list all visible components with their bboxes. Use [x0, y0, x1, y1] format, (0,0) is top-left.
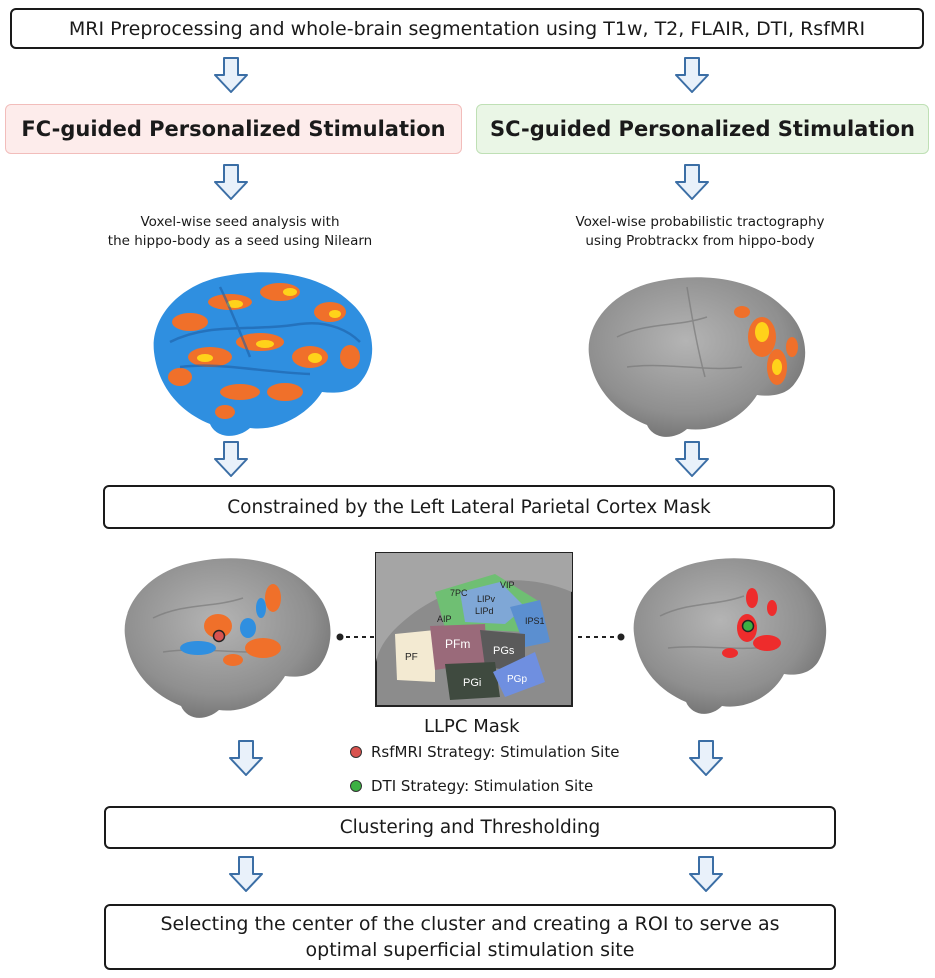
llpc-constraint-box: Constrained by the Left Lateral Parietal… [103, 485, 835, 529]
sc-caption-line1: Voxel-wise probabilistic tractography [575, 214, 825, 230]
region-pgs-label: PGs [493, 645, 515, 657]
right-dotted-connector [578, 633, 625, 641]
region-pgp-label: PGp [507, 674, 527, 685]
legend-dti: DTI Strategy: Stimulation Site [350, 777, 593, 795]
constraint-text: Constrained by the Left Lateral Parietal… [227, 496, 711, 518]
clustering-text: Clustering and Thresholding [339, 817, 601, 838]
region-ips1-label: IPS1 [525, 616, 545, 626]
arrow-down-icon [689, 740, 723, 776]
roi-selection-box: Selecting the center of the cluster and … [104, 904, 836, 970]
clustering-box: Clustering and Thresholding [104, 806, 836, 849]
preprocessing-box: MRI Preprocessing and whole-brain segmen… [10, 8, 924, 49]
arrow-down-icon [229, 740, 263, 776]
red-dot-icon [350, 746, 362, 758]
arrow-down-icon [675, 57, 709, 93]
arrow-down-icon [229, 856, 263, 892]
llpc-mask-inset: 7PC LIPv LIPd VIP IPS1 AIP PF PFm PGs PG… [375, 552, 573, 707]
region-7pc-label: 7PC [450, 588, 468, 598]
fc-brain-map [153, 272, 373, 436]
fc-caption-line1: Voxel-wise seed analysis with [140, 214, 340, 230]
fc-branch-title: FC-guided Personalized Stimulation [5, 104, 462, 154]
sc-brain-map [588, 277, 806, 437]
arrow-down-icon [214, 57, 248, 93]
sc-caption-line2: using Probtrackx from hippo-body [585, 233, 815, 249]
sc-branch-title: SC-guided Personalized Stimulation [476, 104, 929, 154]
fc-title-text: FC-guided Personalized Stimulation [21, 117, 446, 141]
llpc-mask-title: LLPC Mask [424, 716, 520, 737]
region-pfm-label: PFm [445, 637, 470, 651]
final-line1: Selecting the center of the cluster and … [160, 913, 780, 935]
legend-rsfmri-label: RsfMRI Strategy: Stimulation Site [371, 743, 620, 761]
arrow-down-icon [689, 856, 723, 892]
left-dotted-connector [336, 633, 380, 641]
arrow-down-icon [675, 164, 709, 200]
region-lipd-label: LIPd [475, 606, 494, 616]
sc-title-text: SC-guided Personalized Stimulation [490, 117, 915, 141]
green-dot-icon [350, 780, 362, 792]
sc-method-caption: Voxel-wise probabilistic tractography us… [540, 213, 860, 251]
region-pf-label: PF [405, 652, 418, 663]
region-pgi-label: PGi [463, 677, 481, 689]
arrow-down-icon [675, 441, 709, 477]
fc-caption-line2: the hippo-body as a seed using Nilearn [107, 233, 373, 249]
legend-rsfmri: RsfMRI Strategy: Stimulation Site [350, 743, 619, 761]
fc-method-caption: Voxel-wise seed analysis with the hippo-… [90, 213, 390, 251]
arrow-down-icon [214, 164, 248, 200]
preprocessing-text: MRI Preprocessing and whole-brain segmen… [68, 17, 866, 40]
final-line2: optimal superficial stimulation site [305, 939, 635, 961]
region-aip-label: AIP [437, 614, 452, 624]
sc-masked-brain [633, 558, 827, 714]
region-vip-label: VIP [500, 580, 515, 590]
arrow-down-icon [214, 441, 248, 477]
fc-masked-brain [124, 558, 331, 718]
region-lipv-label: LIPv [477, 594, 496, 604]
legend-dti-label: DTI Strategy: Stimulation Site [371, 777, 594, 795]
